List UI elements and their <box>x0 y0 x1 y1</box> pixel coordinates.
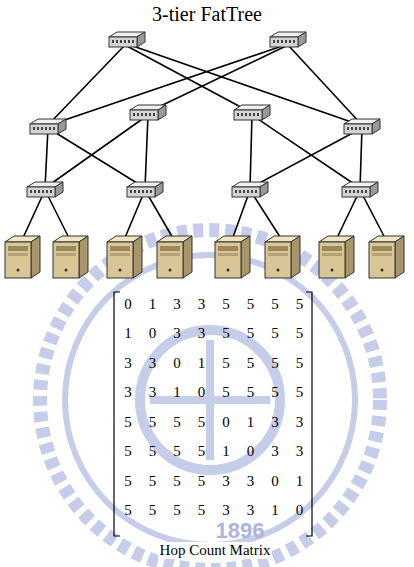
matrix-cell: 0 <box>271 473 279 490</box>
matrix-cell: 5 <box>271 325 279 342</box>
matrix-cell: 5 <box>296 384 304 401</box>
matrix-cell: 5 <box>124 414 132 431</box>
matrix-cell: 5 <box>296 325 304 342</box>
matrix-cell: 3 <box>198 325 206 342</box>
matrix-caption: Hop Count Matrix <box>158 542 273 559</box>
matrix-cell: 0 <box>198 384 206 401</box>
matrix-cell: 3 <box>271 414 279 431</box>
matrix-cell: 5 <box>271 296 279 313</box>
matrix-brackets <box>114 292 312 536</box>
matrix-cell: 5 <box>173 443 181 460</box>
matrix-cell: 0 <box>296 502 304 519</box>
matrix-cell: 3 <box>247 473 255 490</box>
matrix-cell: 0 <box>124 296 132 313</box>
matrix-cell: 5 <box>296 355 304 372</box>
matrix-cell: 5 <box>149 414 157 431</box>
matrix-cell: 5 <box>198 414 206 431</box>
matrix-cell: 3 <box>198 296 206 313</box>
matrix-cell: 5 <box>222 325 230 342</box>
matrix-cell: 5 <box>149 443 157 460</box>
matrix-cell: 5 <box>124 443 132 460</box>
matrix-cell: 3 <box>247 502 255 519</box>
matrix-cell: 1 <box>296 473 304 490</box>
matrix-cell: 5 <box>198 502 206 519</box>
watermark-logo <box>40 230 380 567</box>
watermark-text: 1896 <box>216 518 265 544</box>
matrix-cell: 3 <box>173 296 181 313</box>
matrix-cell: 5 <box>247 325 255 342</box>
matrix-cell: 5 <box>222 296 230 313</box>
matrix-cell: 3 <box>149 355 157 372</box>
matrix-cell: 5 <box>247 296 255 313</box>
matrix-cell: 5 <box>124 473 132 490</box>
matrix-cell: 0 <box>173 355 181 372</box>
matrix-cell: 5 <box>222 384 230 401</box>
matrix-cell: 0 <box>222 414 230 431</box>
matrix-cell: 5 <box>296 296 304 313</box>
matrix-cell: 1 <box>222 443 230 460</box>
matrix-cell: 3 <box>124 384 132 401</box>
matrix-cell: 3 <box>222 502 230 519</box>
matrix-cell: 1 <box>247 414 255 431</box>
matrix-cell: 5 <box>173 473 181 490</box>
matrix-cell: 5 <box>247 384 255 401</box>
links <box>22 45 386 240</box>
matrix-cell: 0 <box>149 325 157 342</box>
matrix-cell: 3 <box>124 355 132 372</box>
matrix-cell: 1 <box>124 325 132 342</box>
matrix-cell: 3 <box>271 443 279 460</box>
matrix-cell: 5 <box>149 473 157 490</box>
matrix-cell: 1 <box>173 384 181 401</box>
diagram-title: 3-tier FatTree <box>152 3 262 26</box>
matrix-cell: 3 <box>173 325 181 342</box>
matrix-cell: 3 <box>296 443 304 460</box>
matrix-cell: 5 <box>222 355 230 372</box>
matrix-cell: 0 <box>247 443 255 460</box>
matrix-cell: 5 <box>173 414 181 431</box>
matrix-cell: 5 <box>198 443 206 460</box>
matrix-cell: 5 <box>173 502 181 519</box>
matrix-cell: 1 <box>198 355 206 372</box>
matrix-cell: 1 <box>271 502 279 519</box>
matrix-cell: 5 <box>271 355 279 372</box>
matrix-cell: 5 <box>149 502 157 519</box>
matrix-cell: 5 <box>271 384 279 401</box>
matrix-cell: 3 <box>222 473 230 490</box>
matrix-cell: 5 <box>247 355 255 372</box>
matrix-cell: 3 <box>149 384 157 401</box>
matrix-cell: 5 <box>198 473 206 490</box>
matrix-cell: 1 <box>149 296 157 313</box>
switches <box>27 32 380 197</box>
matrix-cell: 5 <box>124 502 132 519</box>
matrix-cell: 3 <box>296 414 304 431</box>
servers <box>5 236 404 278</box>
